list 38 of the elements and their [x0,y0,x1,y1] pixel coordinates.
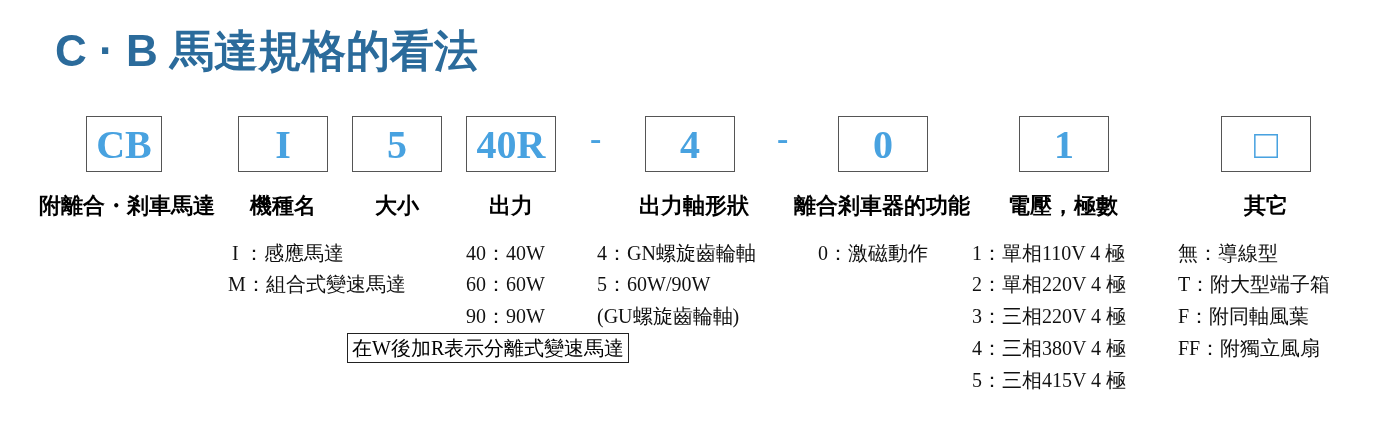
code-box: 40R [466,116,556,172]
field-heading: 附離合・剎車馬達 [39,192,215,220]
page-title: C · B 馬達規格的看法 [55,25,478,77]
field-heading: 機種名 [250,192,316,220]
code-description: I ：感應馬達 [232,241,344,266]
code-description: 4：三相380V 4 極 [972,336,1127,361]
code-description: 60：60W [466,272,545,297]
code-box: CB [86,116,162,172]
code-box: 5 [352,116,442,172]
field-heading: 離合剎車器的功能 [794,192,970,220]
code-description: 無：導線型 [1178,241,1278,266]
field-heading: 出力 [489,192,533,220]
code-description: 4：GN螺旋齒輪軸 [597,241,756,266]
code-description: 40：40W [466,241,545,266]
code-description: 2：單相220V 4 極 [972,272,1127,297]
separator-dash: - [777,120,789,158]
field-heading: 大小 [375,192,419,220]
code-box: 0 [838,116,928,172]
field-heading: 電壓，極數 [1008,192,1118,220]
code-box: I [238,116,328,172]
code-description: 1：單相110V 4 極 [972,241,1126,266]
note-box: 在W後加R表示分離式變速馬達 [347,333,630,363]
code-description: 90：90W [466,304,545,329]
code-description: M：組合式變速馬達 [228,272,406,297]
code-description: F：附同軸風葉 [1178,304,1310,329]
code-box: 1 [1019,116,1109,172]
code-box: □ [1221,116,1311,172]
code-description: (GU螺旋齒輪軸) [597,304,740,330]
separator-dash: - [590,120,602,158]
code-description: 3：三相220V 4 極 [972,304,1127,329]
code-description: T：附大型端子箱 [1178,272,1331,297]
code-description: 5：三相415V 4 極 [972,368,1127,393]
code-description: FF：附獨立風扇 [1178,336,1321,361]
field-heading: 出力軸形狀 [639,192,749,220]
code-description: 5：60W/90W [597,272,711,297]
code-box: 4 [645,116,735,172]
field-heading: 其它 [1244,192,1288,220]
code-description: 0：激磁動作 [818,241,928,266]
